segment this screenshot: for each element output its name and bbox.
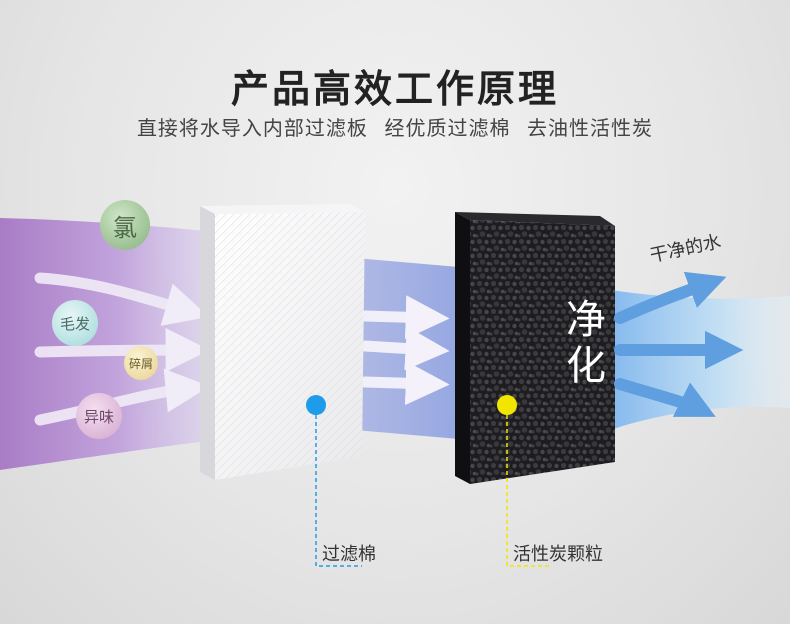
chlorine-bubble: 氯 (100, 200, 150, 250)
hair-label: 毛发 (59, 315, 90, 333)
odor-bubble: 异味 (76, 393, 122, 439)
odor-label: 异味 (83, 408, 114, 426)
outflow-arrow (614, 271, 727, 324)
purify-text-1: 净 (566, 298, 606, 342)
cotton-marker-dot (306, 395, 326, 415)
middle-arrow (359, 326, 450, 371)
page-subtitle: 直接将水导入内部过滤板 经优质过滤棉 去油性活性炭 (136, 118, 654, 140)
page-title: 产品高效工作原理 (230, 69, 559, 111)
debris-label: 碎屑 (128, 356, 153, 371)
middle-arrow (359, 295, 450, 340)
carbon-leader-line (506, 415, 552, 567)
cotton-filter-panel (200, 204, 365, 480)
purify-text-2: 化 (566, 344, 606, 388)
hair-bubble: 毛发 (52, 300, 98, 346)
carbon-marker-dot (497, 395, 517, 415)
carbon-label: 活性炭颗粒 (513, 544, 603, 564)
cotton-label: 过滤棉 (322, 544, 376, 564)
middle-arrow (359, 361, 450, 406)
cotton-leader-line (315, 415, 362, 567)
debris-bubble: 碎屑 (124, 346, 158, 380)
inflow-arrow (34, 328, 210, 373)
inflow-arrow (34, 368, 210, 426)
outflow-arrow (614, 378, 716, 417)
inflow-arrow (34, 272, 209, 326)
chlorine-label: 氯 (113, 214, 137, 242)
